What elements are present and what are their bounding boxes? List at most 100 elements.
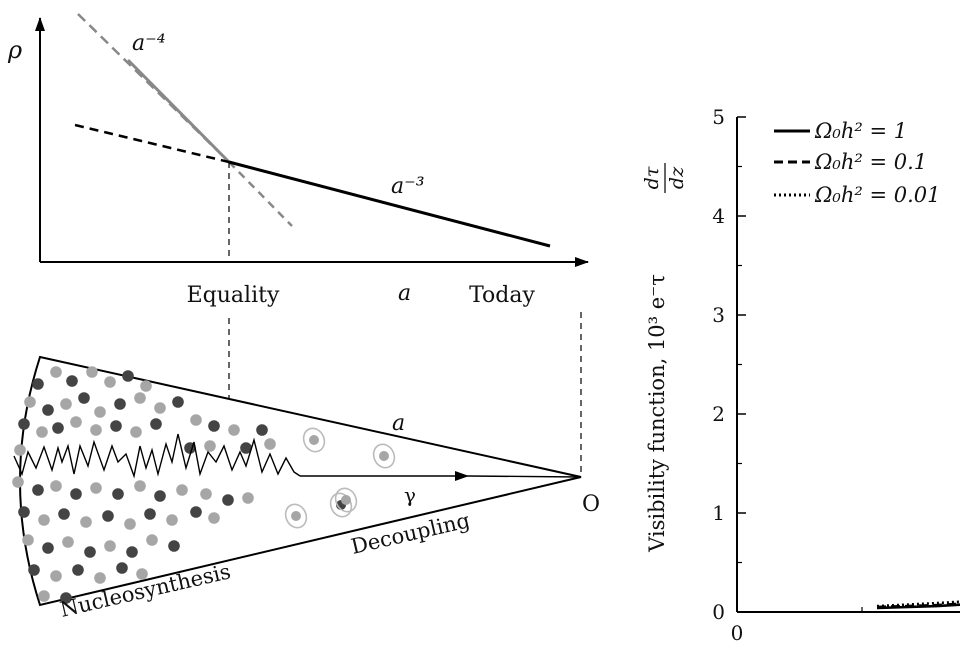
neutral-atom — [284, 503, 308, 529]
y-tick-label: 4 — [712, 204, 725, 228]
dark-particle — [78, 392, 90, 404]
neutral-atom — [302, 427, 326, 453]
light-particle — [14, 444, 26, 456]
atom-orbit-ring — [284, 503, 308, 529]
light-particle — [24, 396, 36, 408]
dark-particle — [60, 592, 72, 604]
dark-particle — [18, 418, 30, 430]
equality-label: Equality — [187, 283, 280, 308]
light-particle — [208, 512, 220, 524]
light-particle — [60, 398, 72, 410]
rho-label: ρ — [7, 36, 22, 64]
dark-particle — [84, 546, 96, 558]
dark-particle — [42, 542, 54, 554]
dark-particle — [52, 422, 64, 434]
observer-label: O — [582, 492, 600, 517]
y-tick-label: 5 — [712, 105, 725, 129]
atom-orbit-ring — [334, 487, 358, 513]
photon-label: γ — [404, 483, 416, 507]
legend-label-3: Ω₀h² = 0.01 — [814, 183, 940, 207]
series-group — [876, 600, 960, 610]
y-tick-label: 3 — [712, 303, 725, 327]
dark-particle — [42, 404, 54, 416]
light-particle — [70, 416, 82, 428]
dark-particle — [114, 398, 126, 410]
light-particle — [94, 572, 106, 584]
atom-orbit-ring — [302, 427, 326, 453]
dark-particle — [222, 494, 234, 506]
light-particle — [264, 438, 276, 450]
photon-path-to-observer — [467, 475, 582, 478]
light-particle — [146, 534, 158, 546]
dark-particle — [208, 420, 220, 432]
light-particle — [38, 590, 50, 602]
light-particle — [134, 392, 146, 404]
light-particle — [166, 514, 178, 526]
light-particle — [154, 402, 166, 414]
light-particle — [22, 534, 34, 546]
dark-particle — [32, 378, 44, 390]
radiation-slope-label: a⁻⁴ — [132, 31, 166, 56]
atom-nucleus — [379, 451, 389, 461]
light-particle — [90, 482, 102, 494]
x-tick-group: 0500 — [731, 603, 863, 645]
dark-particle — [240, 442, 252, 454]
photon-random-walk — [13, 433, 301, 479]
dark-particle — [70, 488, 82, 500]
dark-particle — [28, 564, 40, 576]
dark-particle — [154, 490, 166, 502]
particle-field — [12, 366, 396, 604]
visibility-chart: 0 1 2 3 4 5 0500 Visibility function, 10³ e⁻τ… — [641, 105, 960, 645]
fraction-denominator: dz — [666, 166, 688, 189]
atom-nucleus — [341, 495, 351, 505]
dark-particle — [144, 508, 156, 520]
light-particle — [12, 476, 24, 488]
a-axis-label: a — [398, 281, 411, 306]
light-particle — [50, 570, 62, 582]
light-particle — [200, 488, 212, 500]
dark-particle — [122, 370, 134, 382]
cone-scale-label: a — [392, 411, 405, 436]
fraction-numerator: dτ — [641, 166, 663, 189]
light-particle — [190, 414, 202, 426]
neutral-atom — [334, 487, 358, 513]
light-particle — [38, 514, 50, 526]
dark-particle — [168, 540, 180, 552]
y-tick-label: 0 — [712, 600, 725, 624]
light-particle — [228, 424, 240, 436]
atom-orbit-ring — [372, 443, 396, 469]
neutral-atom — [372, 443, 396, 469]
light-particle — [90, 424, 102, 436]
y-tick-label: 1 — [712, 501, 725, 525]
x-tick-label: 0 — [731, 621, 744, 645]
light-particle — [176, 484, 188, 496]
light-cone-diagram: a γ O Decoupling Nucleosynthesis — [12, 355, 600, 622]
light-particle — [62, 536, 74, 548]
y-tick-label: 2 — [712, 402, 725, 426]
radiation-tail-dashed — [228, 161, 293, 227]
light-particle — [94, 406, 106, 418]
cone-outline — [19, 355, 582, 607]
atom-nucleus — [291, 511, 301, 521]
matter-line — [228, 160, 551, 248]
light-particle — [204, 440, 216, 452]
light-particle — [50, 480, 62, 492]
dark-particle — [110, 420, 122, 432]
chart-y-axis-title: Visibility function, 10³ e⁻τ — [645, 274, 669, 553]
matter-extension-dashed — [74, 123, 230, 164]
dark-particle — [172, 396, 184, 408]
y-tick-group: 0 1 2 3 4 5 — [712, 105, 746, 624]
light-particle — [242, 492, 254, 504]
legend-label-2: Ω₀h² = 0.1 — [814, 150, 927, 174]
series-line-1 — [876, 603, 960, 610]
chart-legend: Ω₀h² = 1 Ω₀h² = 0.1 Ω₀h² = 0.01 — [774, 119, 940, 207]
dark-particle — [18, 506, 30, 518]
dark-particle — [126, 546, 138, 558]
light-particle — [36, 426, 48, 438]
light-particle — [104, 540, 116, 552]
light-particle — [136, 568, 148, 580]
light-particle — [104, 376, 116, 388]
series-line-2 — [876, 602, 960, 609]
dark-particle — [72, 564, 84, 576]
